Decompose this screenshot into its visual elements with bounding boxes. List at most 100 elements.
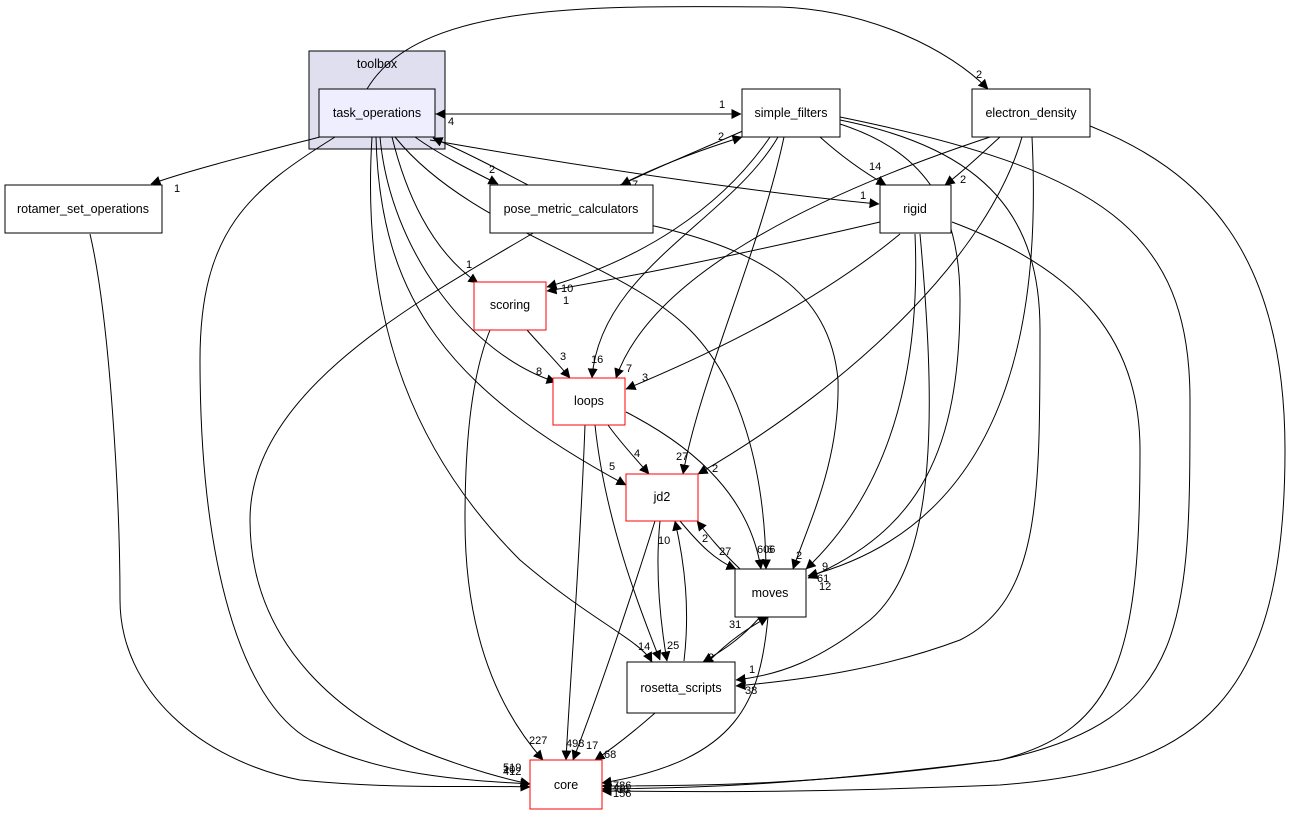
- node-pose_metric_calculators[interactable]: pose_metric_calculators: [489, 184, 654, 234]
- edge-simple_filters-scoring: [546, 136, 771, 290]
- edge-label: 27: [719, 546, 731, 558]
- edge-task_operations-rosetta_scripts: [369, 136, 653, 663]
- node-electron_density[interactable]: electron_density: [971, 88, 1091, 138]
- node-scoring[interactable]: scoring: [473, 281, 547, 331]
- edge-label: 2: [489, 164, 495, 176]
- node-box: [552, 377, 626, 426]
- edge-task_operations-core: [199, 136, 531, 789]
- edge-loops-moves: [625, 411, 765, 570]
- node-label: moves: [752, 586, 789, 600]
- edge-label: 17: [586, 740, 598, 752]
- edge-loops-rosetta_scripts: [594, 424, 662, 661]
- node-box: [4, 184, 163, 234]
- edge-label: 156: [613, 788, 631, 800]
- edge-label: 10: [658, 535, 670, 547]
- edge-label: 10: [503, 764, 515, 776]
- edge-task_operations-moves: [394, 136, 771, 570]
- node-box: [529, 759, 603, 810]
- edge-label: 6: [767, 544, 773, 556]
- node-box: [473, 281, 547, 331]
- node-moves[interactable]: moves: [734, 568, 807, 618]
- node-label: scoring: [490, 298, 530, 312]
- edge-label: 519: [503, 762, 521, 774]
- nodes-layer: task_operations rotamer_set_operations p…: [4, 88, 1091, 810]
- edge-label: 10: [561, 283, 573, 295]
- edge-simple_filters-pose_metric_calculators: [620, 129, 746, 186]
- edge-labels-layer: 1 4 2 1 2 1 1 8 5 606 14 519 2 2 412 7 1…: [174, 69, 982, 800]
- edge-label: 27: [676, 451, 688, 463]
- node-jd2[interactable]: jd2: [625, 473, 699, 522]
- edge-label: 1: [174, 183, 180, 195]
- node-rigid[interactable]: rigid: [879, 184, 952, 234]
- node-label: rosetta_scripts: [640, 681, 721, 695]
- node-loops[interactable]: loops: [552, 377, 626, 426]
- edge-label: 606: [757, 544, 775, 556]
- edge-label: 7: [626, 363, 632, 375]
- edge-simple_filters-rosetta_scripts: [735, 119, 1041, 691]
- edge-label: 786: [613, 780, 631, 792]
- edge-jd2-core: [571, 520, 656, 761]
- edge-label: 2: [976, 69, 982, 81]
- edge-rigid-moves: [805, 233, 917, 570]
- edge-simple_filters-loops: [587, 136, 779, 379]
- node-core[interactable]: core: [529, 759, 603, 810]
- edge-label: 8: [536, 366, 542, 378]
- edge-pose_metric_calculators-simple_filters: [619, 135, 743, 186]
- edge-electron_density-loops: [614, 136, 991, 379]
- edge-label: 2: [708, 652, 714, 664]
- node-label: simple_filters: [755, 106, 828, 120]
- edge-task_operations-jd2: [375, 136, 627, 486]
- edge-label: 1: [466, 259, 472, 271]
- edge-scoring-loops: [526, 329, 571, 379]
- edge-task_operations-rotamer_set_operations: [150, 136, 321, 186]
- edge-label: 3: [560, 351, 566, 363]
- edge-label: 68: [604, 749, 616, 761]
- edge-task_operations-electron_density: [366, 6, 989, 90]
- edge-label: 4: [613, 782, 619, 794]
- edge-label: 14: [638, 641, 650, 653]
- edge-label: 9: [822, 561, 828, 573]
- edge-label: 2: [796, 550, 802, 562]
- edge-rosetta_scripts-moves: [707, 616, 769, 663]
- edge-label: 2: [718, 131, 724, 143]
- edge-label: 16: [591, 354, 603, 366]
- edge-rosetta_scripts-jd2: [672, 520, 688, 662]
- edge-electron_density-rigid: [944, 136, 1001, 186]
- node-box: [734, 568, 807, 618]
- edge-label: 38: [617, 784, 629, 796]
- edge-label: 61: [817, 573, 829, 585]
- node-box: [879, 184, 952, 234]
- edge-pose_metric_calculators-task_operations: [432, 137, 529, 186]
- node-label: rigid: [903, 202, 927, 216]
- edges-layer: [89, 6, 1286, 797]
- edge-label: 2: [712, 463, 718, 475]
- node-box: [318, 88, 436, 138]
- edge-task_operations-rigid: [429, 139, 880, 209]
- edge-rigid-core: [601, 221, 1141, 791]
- node-task_operations[interactable]: task_operations: [318, 88, 436, 138]
- edge-task_operations-loops: [379, 136, 557, 384]
- edge-label: 5: [609, 461, 615, 473]
- edge-label: 498: [566, 738, 584, 750]
- edge-label: 227: [529, 735, 547, 747]
- node-simple_filters[interactable]: simple_filters: [741, 88, 841, 138]
- edge-rigid-loops: [625, 233, 901, 390]
- edge-electron_density-jd2: [697, 136, 1023, 475]
- node-rosetta_scripts[interactable]: rosetta_scripts: [626, 661, 736, 714]
- edge-pose_metric_calculators-moves: [649, 224, 839, 570]
- edge-label: 3: [642, 372, 648, 384]
- edge-jd2-rosetta_scripts: [657, 520, 671, 662]
- node-label: loops: [574, 394, 604, 408]
- edge-electron_density-core: [601, 125, 1286, 797]
- edge-label: 25: [667, 640, 679, 652]
- edge-electron_density-moves: [807, 136, 1034, 579]
- edge-scoring-core: [464, 329, 544, 761]
- edge-task_operations-pose_metric_calculators: [414, 136, 499, 185]
- node-label: task_operations: [333, 106, 421, 120]
- node-box: [741, 88, 841, 138]
- edge-label: 1: [563, 295, 569, 307]
- edge-label: 1: [719, 99, 725, 111]
- edge-loops-core: [561, 424, 586, 761]
- node-label: rotamer_set_operations: [17, 202, 149, 216]
- node-rotamer_set_operations[interactable]: rotamer_set_operations: [4, 184, 163, 234]
